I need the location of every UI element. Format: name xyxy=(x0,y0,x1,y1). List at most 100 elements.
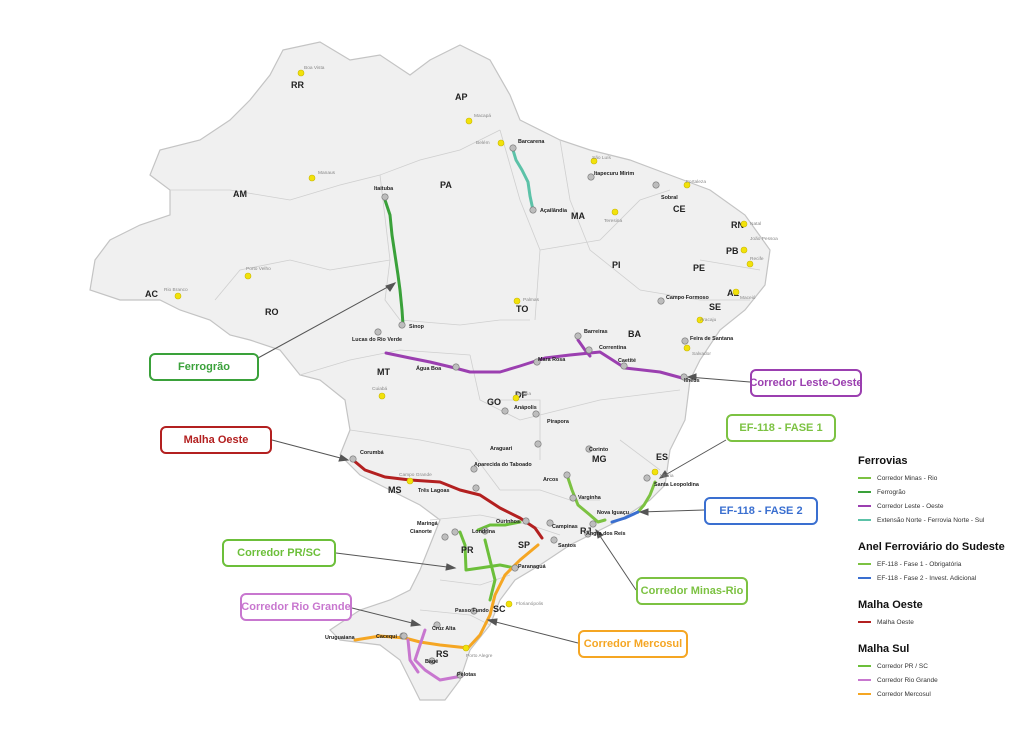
capital-label: Brasília xyxy=(515,391,531,397)
city-marker: Correntina xyxy=(585,345,627,354)
city-dot-icon xyxy=(456,671,464,679)
capital-label: Salvador xyxy=(692,351,711,357)
city-dot-icon xyxy=(522,517,530,525)
legend-swatch xyxy=(858,665,871,667)
legend-swatch xyxy=(858,693,871,695)
capital-label: Palmas xyxy=(523,297,540,303)
city-dot-icon xyxy=(620,362,628,370)
callout-malha-oeste: Malha Oeste xyxy=(160,426,272,454)
state-label: MA xyxy=(571,211,585,221)
state-label: SE xyxy=(709,302,721,312)
capital-marker: Belém xyxy=(476,139,505,147)
callout-ef118-fase1: EF-118 - FASE 1 xyxy=(726,414,836,442)
minas-rio-line xyxy=(565,473,607,524)
legend-item-label: Corredor PR / SC xyxy=(877,662,928,670)
legend-group-title: Anel Ferroviário do Sudeste xyxy=(858,541,1005,553)
city-label: Campinas xyxy=(552,524,578,530)
pr-sc-line xyxy=(458,520,522,602)
capital-dot-icon xyxy=(462,644,470,652)
city-dot-icon xyxy=(584,530,592,538)
callout-minas-rio: Corredor Minas-Rio xyxy=(636,577,748,605)
callout-ef118-fase2: EF-118 - FASE 2 xyxy=(704,497,818,525)
city-label: Três Lagoas xyxy=(418,488,449,494)
capital-dot-icon xyxy=(378,392,386,400)
brazil-outline xyxy=(89,41,771,701)
city-dot-icon xyxy=(400,632,408,640)
capital-dot-icon xyxy=(297,69,305,77)
legend-item: EF-118 - Fase 2 - Invest. Adicional xyxy=(858,571,1018,585)
city-dot-icon xyxy=(451,528,459,536)
city-label: Itapecuru Mirim xyxy=(594,171,634,177)
city-marker: Cacequi xyxy=(376,632,408,640)
legend-item-label: EF-118 - Fase 2 - Invest. Adicional xyxy=(877,574,977,582)
city-dot-icon xyxy=(587,173,595,181)
capital-dot-icon xyxy=(611,208,619,216)
capital-dot-icon xyxy=(512,394,520,402)
city-label: Água Boa xyxy=(416,365,442,372)
city-label: Nova Iguaçu xyxy=(597,510,629,516)
city-label: Açailândia xyxy=(540,208,568,214)
capital-label: São Luís xyxy=(592,155,612,161)
capital-label: Florianópolis xyxy=(516,601,544,607)
city-marker: Três Lagoas xyxy=(418,484,480,494)
city-dot-icon xyxy=(381,193,389,201)
capital-marker: Recife xyxy=(746,256,764,268)
state-label: RJ xyxy=(580,526,592,536)
city-label: Anápolis xyxy=(514,405,537,411)
city-label: Itaituba xyxy=(374,186,394,192)
city-label: Pelotas xyxy=(457,672,476,678)
city-dot-icon xyxy=(532,410,540,418)
city-marker: Paranaguá xyxy=(511,564,547,572)
city-dot-icon xyxy=(374,328,382,336)
city-dot-icon xyxy=(428,657,436,665)
capital-label: Campo Grande xyxy=(399,472,432,478)
capital-dot-icon xyxy=(740,220,748,228)
capital-dot-icon xyxy=(651,468,659,476)
legend-item: Extensão Norte - Ferrovia Norte - Sul xyxy=(858,513,1018,527)
legend-group-title: Malha Oeste xyxy=(858,599,923,611)
state-label: PR xyxy=(461,545,474,555)
state-label: TO xyxy=(516,304,528,314)
city-label: Correntina xyxy=(599,345,627,351)
state-label: BA xyxy=(628,329,641,339)
city-marker: Ilhéus xyxy=(680,373,700,384)
capital-marker: Rio Branco xyxy=(164,287,188,300)
capital-marker: Teresina xyxy=(604,208,622,224)
legend-swatch xyxy=(858,577,871,579)
capital-dot-icon xyxy=(406,477,414,485)
city-dot-icon xyxy=(589,520,597,528)
city-dot-icon xyxy=(472,484,480,492)
capital-marker: Campo Grande xyxy=(399,472,432,485)
city-marker: Barcarena xyxy=(509,139,545,152)
callout-label: Corredor Leste-Oeste xyxy=(749,377,863,389)
city-marker: Barreiras xyxy=(574,329,608,340)
city-dot-icon xyxy=(643,474,651,482)
state-label: AP xyxy=(455,92,468,102)
city-dot-icon xyxy=(481,527,489,535)
capital-marker: João Pessoa xyxy=(740,236,778,254)
legend-item: EF-118 - Fase 1 - Obrigatória xyxy=(858,557,1018,571)
capital-label: Belém xyxy=(476,140,490,146)
city-dot-icon xyxy=(657,297,665,305)
callout-leste-oeste: Corredor Leste-Oeste xyxy=(749,369,863,397)
callout-label: Corredor Minas-Rio xyxy=(640,585,744,597)
legend-swatch xyxy=(858,491,871,493)
ef118-fase1-line xyxy=(636,480,657,514)
callout-label: Corredor Mercosul xyxy=(583,638,683,650)
capital-label: Boa Vista xyxy=(304,65,325,71)
city-dot-icon xyxy=(534,440,542,448)
state-label: ES xyxy=(656,452,668,462)
legend-swatch xyxy=(858,679,871,681)
city-marker: Feira de Santana xyxy=(681,336,734,345)
capital-marker: Porto Velho xyxy=(244,266,271,280)
capital-label: Porto Velho xyxy=(246,266,271,272)
city-label: Sinop xyxy=(409,324,425,330)
city-dot-icon xyxy=(585,445,593,453)
city-dot-icon xyxy=(349,455,357,463)
legend-group-title: Malha Sul xyxy=(858,643,910,655)
legend-swatch xyxy=(858,519,871,521)
